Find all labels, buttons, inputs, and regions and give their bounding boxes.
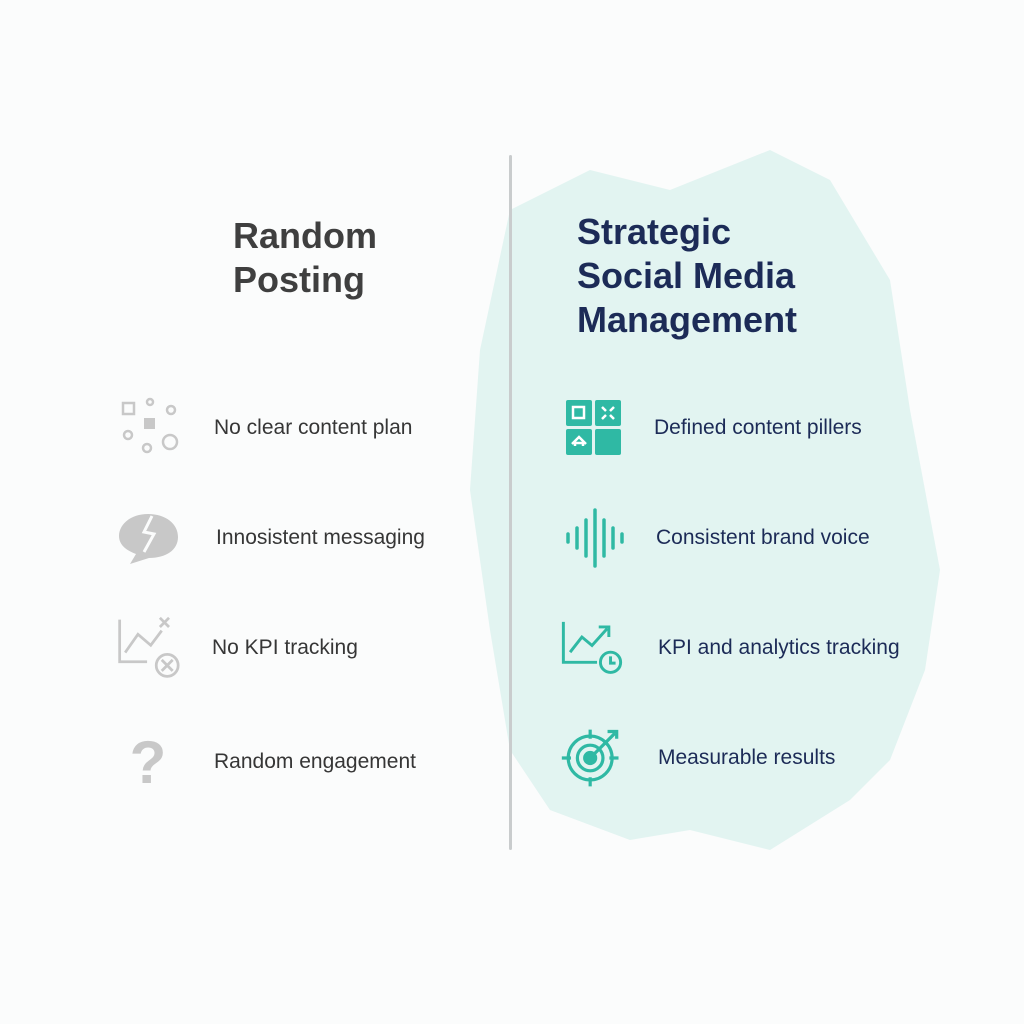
item-label: Random engagement: [214, 750, 416, 773]
right-item-kpi: KPI and analytics tracking: [560, 616, 900, 680]
right-title-line2: Social Media: [577, 255, 796, 296]
right-title-line3: Management: [577, 299, 798, 340]
left-title: Random Posting: [233, 214, 377, 302]
item-label: No KPI tracking: [212, 636, 358, 659]
left-item-messaging: Innosistent messaging: [116, 506, 425, 570]
item-label: Measurable results: [658, 746, 836, 769]
right-title: Strategic Social Media Management: [577, 210, 797, 342]
left-item-kpi: No KPI tracking: [116, 616, 358, 680]
right-item-brand-voice: Consistent brand voice: [560, 506, 870, 570]
left-title-line1: Random: [233, 215, 377, 256]
left-title-line2: Posting: [233, 259, 365, 300]
item-label: KPI and analytics tracking: [658, 636, 900, 659]
left-item-content-plan: No clear content plan: [116, 396, 412, 460]
broken-speech-bubble-icon: [116, 506, 180, 570]
column-divider: [509, 155, 512, 850]
question-mark-icon: ?: [129, 728, 167, 796]
item-label: Consistent brand voice: [656, 526, 870, 549]
scattered-shapes-icon: [116, 396, 180, 460]
content-grid-icon: [560, 396, 624, 460]
item-label: No clear content plan: [214, 416, 413, 439]
right-item-results: Measurable results: [560, 726, 835, 790]
right-item-content-pillars: Defined content pillers: [560, 396, 862, 460]
chart-with-x-icon: [116, 616, 180, 680]
right-title-line1: Strategic: [577, 211, 732, 252]
item-label: Defined content pillers: [654, 416, 862, 439]
sound-wave-icon: [560, 506, 624, 570]
teal-brush-background: [470, 150, 940, 850]
item-label: Innosistent messaging: [216, 526, 425, 549]
target-arrow-icon: [560, 726, 624, 790]
chart-with-clock-icon: [560, 616, 624, 680]
left-item-engagement: ? Random engagement: [116, 728, 416, 796]
